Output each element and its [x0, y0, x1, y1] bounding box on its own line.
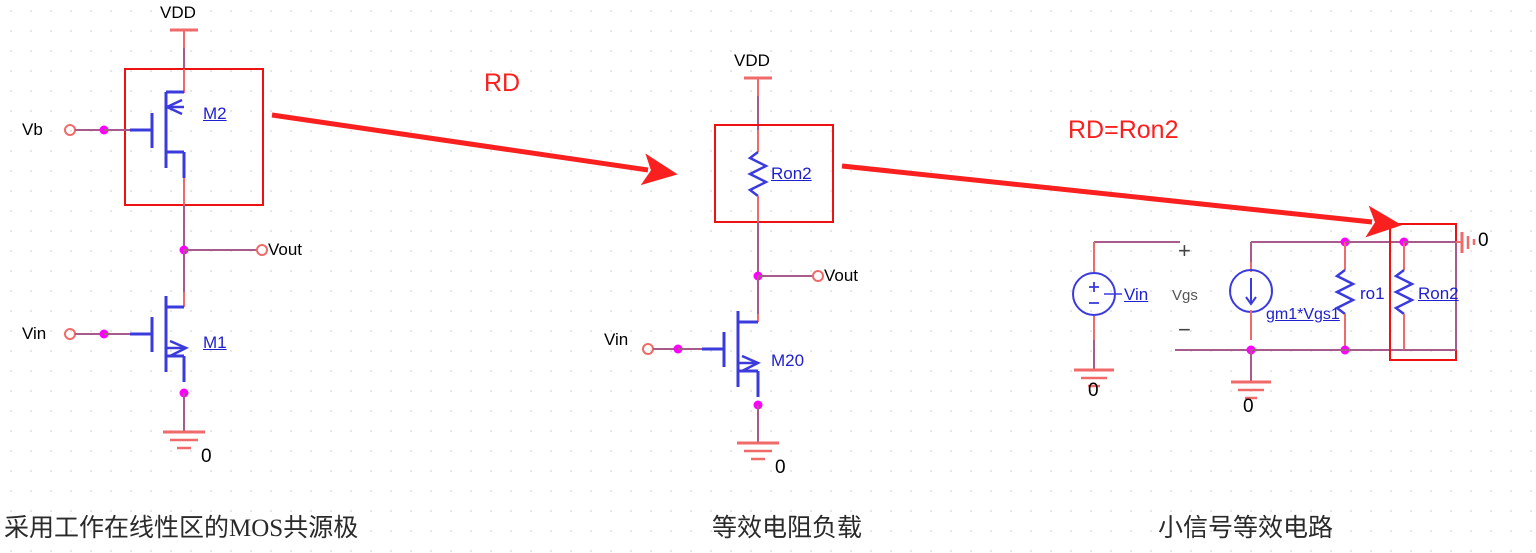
ro1-resistor-symbol	[1334, 269, 1356, 315]
ground-label-left: 0	[201, 446, 212, 467]
ron2-ref-label-mid: Ron2	[771, 164, 812, 183]
vin-source-ref-label: Vin	[1124, 285, 1149, 304]
vout-label-left: Vout	[268, 240, 303, 259]
caption-left: 采用工作在线性区的MOS共源极	[4, 515, 359, 542]
vin-terminal-circle-mid	[642, 343, 654, 355]
ro1-ref-label: ro1	[1360, 284, 1385, 303]
current-source-arrow-head	[1245, 296, 1257, 306]
rd-equals-ron2-annotation-label: RD=Ron2	[1068, 116, 1179, 144]
m1-ref-label: M1	[203, 333, 227, 352]
vin-label-left: Vin	[22, 324, 47, 343]
rd-annotation-label: RD	[484, 69, 521, 97]
vgs-minus-sign: −	[1178, 317, 1191, 342]
arrow-left-to-middle	[271, 112, 678, 186]
ron2-ref-label-right: Ron2	[1418, 284, 1459, 303]
caption-middle: 等效电阻负载	[712, 515, 863, 542]
ron2-resistor-symbol-right	[1393, 269, 1415, 315]
m20-ref-label: M20	[771, 351, 805, 370]
vin-label-mid: Vin	[604, 330, 629, 349]
vdd-label-mid: VDD	[734, 51, 770, 70]
left-circuit-group	[64, 28, 268, 450]
ron2-resistor-symbol-mid	[747, 151, 769, 197]
m2-highlight-box	[124, 68, 264, 206]
ground-label-right-c: 0	[1478, 230, 1489, 251]
middle-circuit-group	[642, 76, 834, 461]
vgs-plus-sign: +	[1178, 238, 1191, 263]
vgs-label: Vgs	[1172, 287, 1198, 304]
ground-label-right-b: 0	[1243, 396, 1254, 417]
caption-right: 小信号等效电路	[1158, 515, 1334, 542]
vb-terminal-circle	[64, 124, 76, 136]
vb-label: Vb	[22, 120, 43, 139]
arrow-middle-to-right	[841, 163, 1402, 238]
m2-ref-label: M2	[203, 104, 227, 123]
annotation-arrows	[271, 112, 1402, 238]
ground-label-right-a: 0	[1088, 380, 1099, 401]
current-source-ref-label: gm1*Vgs1	[1266, 306, 1340, 323]
ground-label-mid: 0	[775, 457, 786, 478]
right-circuit-group	[1072, 223, 1476, 400]
vout-label-mid: Vout	[824, 266, 859, 285]
ron2-highlight-box-mid	[714, 124, 834, 223]
vin-terminal-circle-left	[64, 328, 76, 340]
vdd-label-left: VDD	[160, 3, 196, 22]
vout-terminal-circle-left	[256, 244, 268, 256]
vout-terminal-circle-mid	[812, 270, 824, 282]
